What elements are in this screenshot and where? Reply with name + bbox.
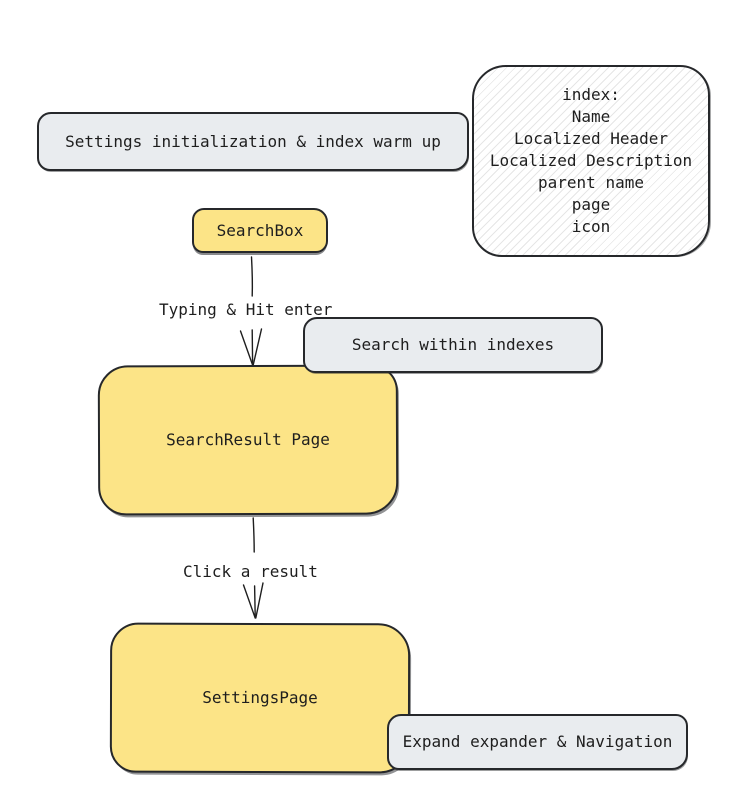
node-searchbox: SearchBox	[192, 208, 328, 253]
index-card-line: index:	[562, 85, 620, 104]
node-settings-page-label: SettingsPage	[202, 687, 318, 708]
typing-arrow-head-left	[239, 330, 254, 366]
node-searchresult-page-label: SearchResult Page	[166, 429, 330, 450]
node-expand-expander-navigation-label: Expand expander & Navigation	[402, 732, 673, 751]
index-card-line: page	[571, 195, 611, 214]
click-arrow-shaft-lower	[253, 585, 256, 617]
typing-arrow-shaft-upper	[250, 256, 254, 297]
index-card-line: Name	[571, 107, 611, 126]
click-arrow-head-right	[255, 582, 264, 619]
node-expand-expander-navigation: Expand expander & Navigation	[387, 714, 688, 770]
node-searchbox-label: SearchBox	[216, 220, 304, 240]
index-card-line: icon	[571, 217, 611, 236]
node-settings-page: SettingsPage	[109, 622, 411, 774]
node-search-within-indexes-label: Search within indexes	[351, 335, 555, 354]
node-search-within-indexes: Search within indexes	[303, 317, 603, 373]
edge-label-click-a-result: Click a result	[183, 562, 318, 581]
click-arrow-shaft-upper	[252, 517, 255, 553]
node-index-fields-card: index: Name Localized Header Localized D…	[472, 65, 710, 257]
index-card-line: Localized Header	[513, 129, 669, 148]
click-arrow-head-left	[242, 584, 256, 619]
index-card-line: Localized Description	[489, 151, 693, 170]
edge-label-typing-hit-enter: Typing & Hit enter	[159, 300, 333, 319]
index-card-line: parent name	[538, 173, 644, 192]
node-settings-init-warmup: Settings initialization & index warm up	[37, 112, 469, 171]
node-searchresult-page: SearchResult Page	[97, 364, 399, 516]
typing-arrow-head-right	[252, 328, 263, 366]
node-settings-init-warmup-label: Settings initialization & index warm up	[65, 131, 441, 151]
